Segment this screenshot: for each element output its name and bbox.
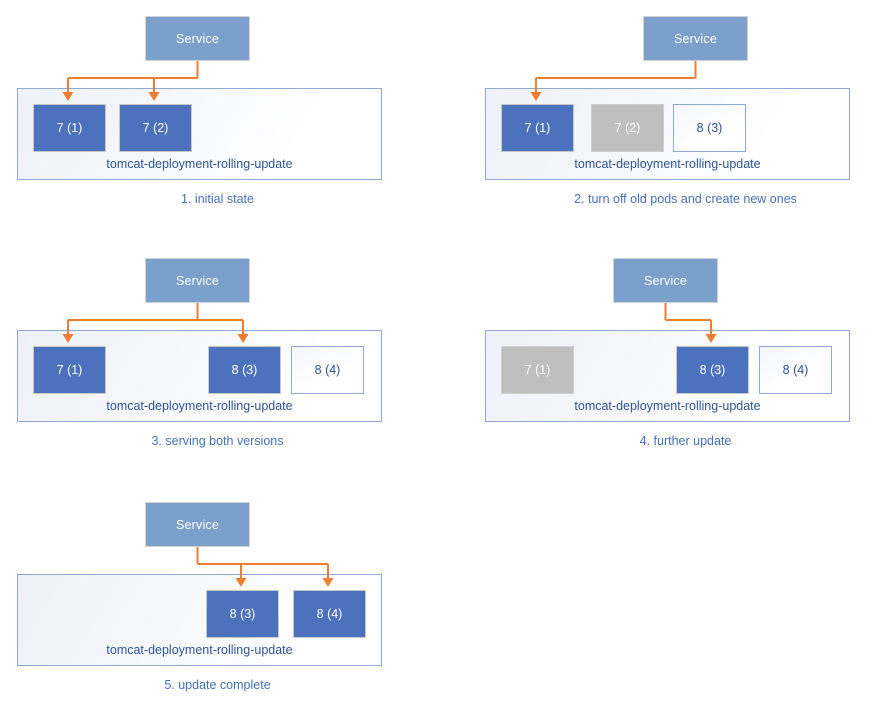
pod-active[interactable]: 8 (3): [676, 346, 749, 394]
panel-caption: 2. turn off old pods and create new ones: [574, 192, 797, 206]
service-node-label: Service: [175, 517, 220, 532]
pod-label: 8 (4): [314, 363, 341, 377]
pod-label: 8 (3): [231, 363, 258, 377]
pod-label: 7 (2): [142, 121, 169, 135]
deployment-name-label: tomcat-deployment-rolling-update: [106, 399, 293, 413]
panel-stage: Service 7 (1) 7 (2) tomcat-deployment-rolli…: [0, 0, 435, 200]
deployment-name-label: tomcat-deployment-rolling-update: [574, 157, 761, 171]
pod-label: 7 (2): [614, 121, 641, 135]
service-node-label: Service: [673, 31, 718, 46]
service-node[interactable]: Service: [145, 258, 250, 303]
pod-terminating[interactable]: 7 (2): [591, 104, 664, 152]
pod-label: 7 (1): [56, 363, 83, 377]
pod-label: 8 (4): [782, 363, 809, 377]
diagram-panel-1: Service 7 (1) 7 (2) tomcat-deployment-rolli…: [0, 0, 435, 238]
pod-active[interactable]: 8 (3): [206, 590, 279, 638]
panel-stage: Service 7 (1) 8 (3) 8 (4) tomcat-deployment-…: [0, 242, 435, 442]
deployment-name-label: tomcat-deployment-rolling-update: [106, 643, 293, 657]
pod-active[interactable]: 7 (1): [33, 346, 106, 394]
pod-label: 8 (4): [316, 607, 343, 621]
service-node[interactable]: Service: [613, 258, 718, 303]
pod-label: 7 (1): [56, 121, 83, 135]
deployment-name-label: tomcat-deployment-rolling-update: [574, 399, 761, 413]
deployment-name-label: tomcat-deployment-rolling-update: [106, 157, 293, 171]
pod-active[interactable]: 8 (4): [293, 590, 366, 638]
pod-label: 8 (3): [229, 607, 256, 621]
deployment-container[interactable]: 7 (1) 7 (2) 8 (3) tomcat-deployment-rolling…: [485, 88, 850, 180]
panel-stage: Service 7 (1) 8 (3) 8 (4) tomcat-deployment-…: [468, 242, 870, 442]
service-node[interactable]: Service: [145, 16, 250, 61]
service-node-label: Service: [175, 31, 220, 46]
deployment-container[interactable]: 7 (1) 8 (3) 8 (4) tomcat-deployment-rolling…: [17, 330, 382, 422]
pod-label: 8 (3): [696, 121, 723, 135]
service-node-label: Service: [643, 273, 688, 288]
pod-active[interactable]: 7 (1): [501, 104, 574, 152]
deployment-container[interactable]: 7 (1) 7 (2) tomcat-deployment-rolling-upda…: [17, 88, 382, 180]
pod-active[interactable]: 7 (2): [119, 104, 192, 152]
panel-caption: 3. serving both versions: [151, 434, 284, 448]
panel-stage: Service 7 (1) 7 (2) 8 (3) tomcat-deployment-…: [468, 0, 870, 200]
deployment-container[interactable]: 7 (1) 8 (3) 8 (4) tomcat-deployment-rolling…: [485, 330, 850, 422]
pod-label: 7 (1): [524, 121, 551, 135]
panel-caption: 5. update complete: [164, 678, 271, 692]
pod-label: 8 (3): [699, 363, 726, 377]
pod-active[interactable]: 7 (1): [33, 104, 106, 152]
panel-caption: 1. initial state: [181, 192, 254, 206]
panel-caption: 4. further update: [639, 434, 732, 448]
pod-pending[interactable]: 8 (4): [291, 346, 364, 394]
diagram-panel-3: Service 7 (1) 8 (3) 8 (4) tomcat-deployment-…: [0, 242, 435, 480]
pod-pending[interactable]: 8 (4): [759, 346, 832, 394]
diagram-panel-4: Service 7 (1) 8 (3) 8 (4) tomcat-deployment-…: [468, 242, 870, 480]
deployment-container[interactable]: 8 (3) 8 (4) tomcat-deployment-rolling-upda…: [17, 574, 382, 666]
pod-pending[interactable]: 8 (3): [673, 104, 746, 152]
pod-label: 7 (1): [524, 363, 551, 377]
service-node[interactable]: Service: [145, 502, 250, 547]
panel-stage: Service 8 (3) 8 (4) tomcat-deployment-rolli…: [0, 486, 435, 686]
pod-active[interactable]: 8 (3): [208, 346, 281, 394]
service-node-label: Service: [175, 273, 220, 288]
service-node[interactable]: Service: [643, 16, 748, 61]
diagram-panel-2: Service 7 (1) 7 (2) 8 (3) tomcat-deployment-…: [468, 0, 870, 238]
pod-terminating[interactable]: 7 (1): [501, 346, 574, 394]
diagram-panel-5: Service 8 (3) 8 (4) tomcat-deployment-rolli…: [0, 486, 435, 724]
